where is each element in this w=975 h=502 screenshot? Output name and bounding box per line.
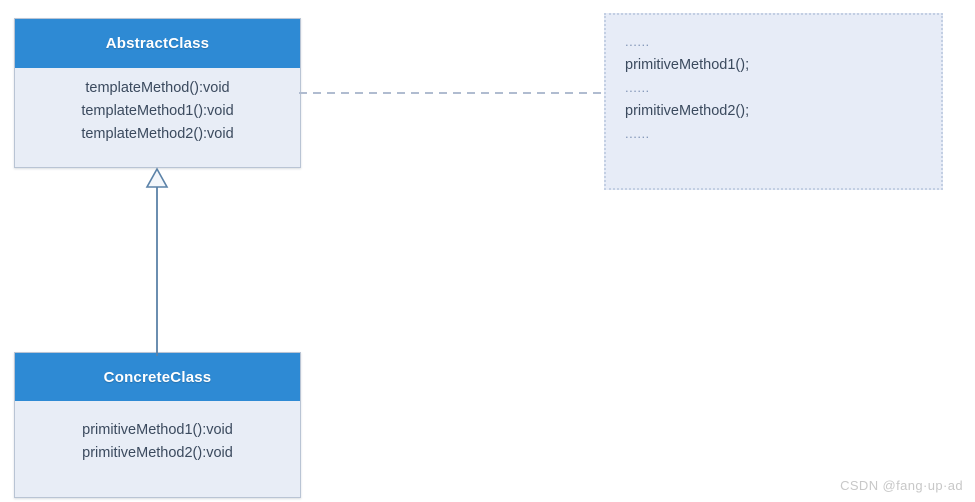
uml-class-members-abstract-class: templateMethod():void templateMethod1():… xyxy=(15,68,300,167)
uml-note-box[interactable]: ...... primitiveMethod1(); ...... primit… xyxy=(604,13,943,190)
generalization-connector xyxy=(145,167,169,356)
uml-class-abstract-class[interactable]: AbstractClass templateMethod():void temp… xyxy=(14,18,301,168)
watermark-label: CSDN @fang·up·ad xyxy=(840,478,963,493)
uml-member: templateMethod2():void xyxy=(81,126,234,142)
note-ellipsis-line: ...... xyxy=(625,126,650,141)
uml-class-members-concrete-class: primitiveMethod1():void primitiveMethod2… xyxy=(15,401,300,497)
uml-member: primitiveMethod1():void xyxy=(82,422,233,438)
uml-class-title-abstract-class: AbstractClass xyxy=(15,19,300,68)
note-anchor-connector xyxy=(299,92,607,94)
uml-member: templateMethod():void xyxy=(85,80,230,96)
note-ellipsis-line: ...... xyxy=(625,80,650,95)
note-code-line: primitiveMethod2(); xyxy=(625,103,750,119)
note-code-line: primitiveMethod1(); xyxy=(625,57,750,73)
note-ellipsis-line: ...... xyxy=(625,34,650,49)
hollow-triangle-icon xyxy=(145,167,169,188)
uml-member: primitiveMethod2():void xyxy=(82,445,233,461)
uml-class-concrete-class[interactable]: ConcreteClass primitiveMethod1():void pr… xyxy=(14,352,301,498)
uml-member: templateMethod1():void xyxy=(81,103,234,119)
uml-note-content: ...... primitiveMethod1(); ...... primit… xyxy=(606,15,941,144)
uml-class-title-concrete-class: ConcreteClass xyxy=(15,353,300,401)
